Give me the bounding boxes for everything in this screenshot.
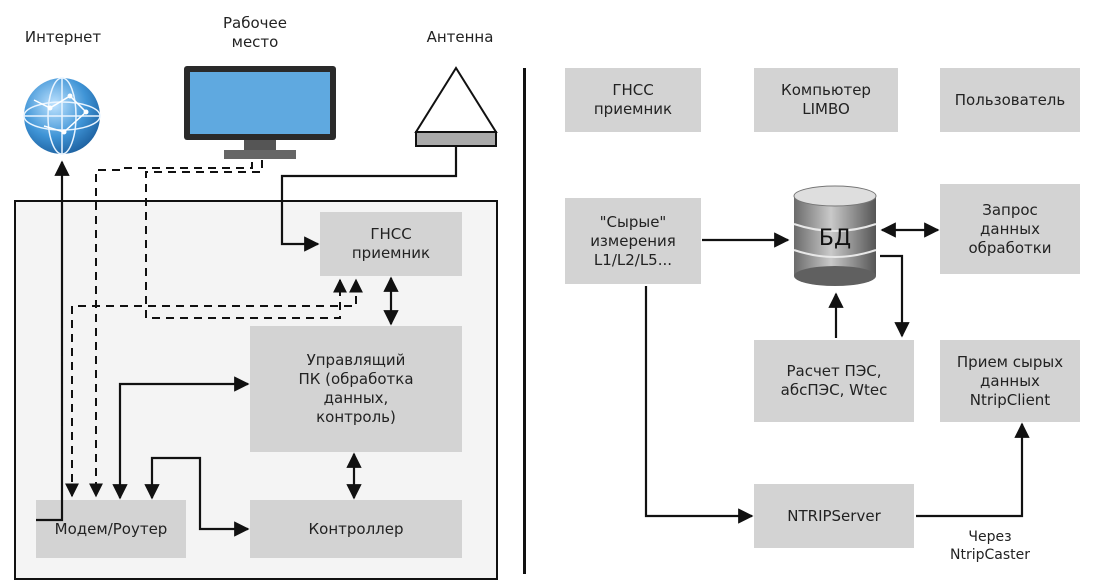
link-ntrip-receive <box>916 422 1030 518</box>
controller-box: Контроллер <box>250 500 462 558</box>
link-raw-ntrip <box>644 286 754 524</box>
legend-limbo: Компьютер LIMBO <box>754 68 898 132</box>
raw-data-receive-box: Прием сырых данных NtripClient <box>940 340 1080 422</box>
link-workstation-modem <box>89 162 253 498</box>
db-label: БД <box>818 226 852 251</box>
gnss-receiver-box: ГНСС приемник <box>320 212 462 276</box>
via-caster-label: Через NtripCaster <box>949 529 1030 563</box>
workstation-label: Рабочее место <box>223 14 287 51</box>
link-workstation-gnss <box>145 160 347 319</box>
legend-user: Пользователь <box>940 68 1080 132</box>
divider <box>523 68 526 574</box>
link-modem-controller <box>144 456 250 537</box>
tec-calc-box: Расчет ПЭС, абсПЭС, Wtec <box>754 340 914 422</box>
link-modem-pc <box>112 376 250 500</box>
monitor-icon <box>184 66 336 159</box>
ntrip-server-box: NTRIPServer <box>754 484 914 548</box>
raw-measurements-box: "Сырые" измерения L1/L2/L5... <box>565 198 701 284</box>
link-internet-modem <box>36 160 70 522</box>
globe-icon <box>23 77 101 155</box>
database-icon <box>793 185 877 286</box>
processing-request-box: Запрос данных обработки <box>940 184 1080 274</box>
link-antenna-gnss <box>280 146 458 252</box>
internet-label: Интернет <box>24 28 102 46</box>
link-modem-gnss-dashed <box>65 278 363 498</box>
link-db-tec <box>880 254 910 338</box>
antenna-label: Антенна <box>426 28 494 46</box>
legend-gnss: ГНСС приемник <box>565 68 701 132</box>
antenna-icon <box>414 66 498 147</box>
